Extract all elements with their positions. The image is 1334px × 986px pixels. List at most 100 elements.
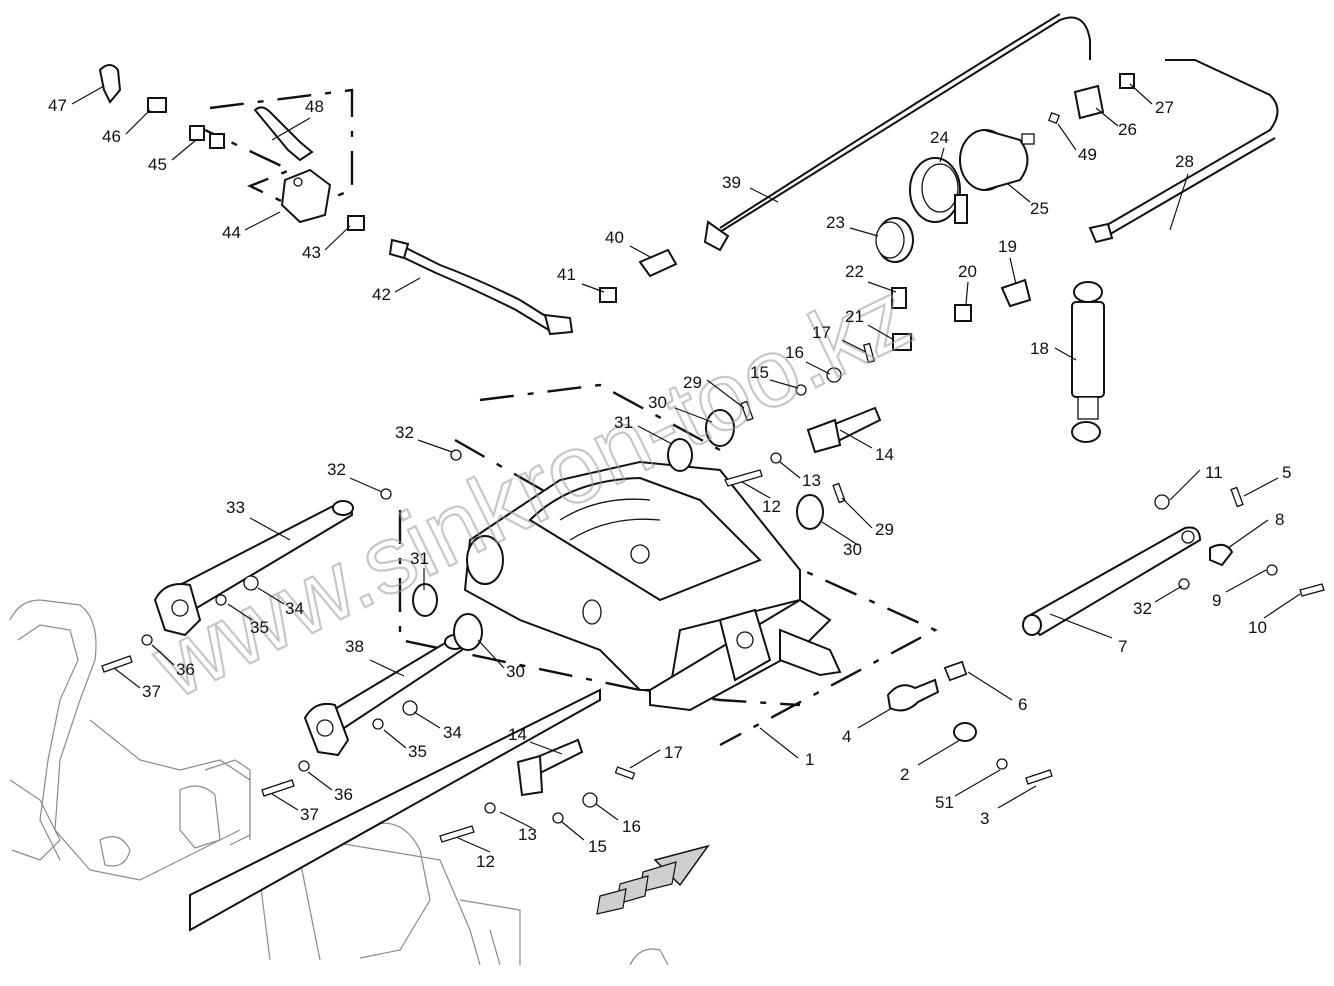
link-arm-7 [1022,526,1234,637]
part-label-30-right: 30 [843,540,862,559]
part-label-35-upper: 35 [250,618,269,637]
hydraulic-fittings [98,64,1135,351]
leader-line-p16b [595,803,619,821]
part-label-45: 45 [148,155,167,174]
leader-line-p20 [965,281,969,305]
part-label-32-upper: 32 [395,423,414,442]
part-label-4: 4 [842,727,851,746]
part-label-11: 11 [1205,463,1223,482]
leader-line-p19 [1009,257,1017,285]
gauge-23 [875,217,914,263]
leader-line-p44 [244,211,281,231]
leader-line-p24 [939,147,945,163]
bottom-plate-strip [189,688,601,932]
part-label-16-upper: 16 [785,343,804,362]
part-label-44: 44 [222,223,241,242]
part-label-34-lower: 34 [443,723,462,742]
leader-line-p13a [779,461,801,479]
shock-absorber-18 [1071,281,1105,443]
hydraulic-line-28 [1088,59,1279,244]
leader-line-p45 [171,139,197,161]
part-label-43: 43 [302,243,321,262]
leader-line-p5 [1243,477,1279,497]
part-label-12-lower: 12 [476,852,495,871]
leader-line-p48 [271,117,311,141]
part-label-47: 47 [48,96,67,115]
leader-line-p16a [805,361,831,375]
part-label-42: 42 [372,285,391,304]
leader-line-p38 [369,659,405,677]
leader-line-p35b [113,667,141,689]
leader-line-p32b [349,477,383,493]
part-label-23: 23 [826,213,845,232]
leader-line-p36b [383,729,407,749]
leader-line-p30b [821,521,859,546]
leader-line-p11 [1169,469,1201,501]
leader-line-p8 [1227,519,1269,549]
part-label-26: 26 [1118,120,1137,139]
part-label-9: 9 [1212,591,1221,610]
hydraulic-line-42 [388,238,574,336]
leader-line-p13b [499,811,533,829]
part-label-31-upper: 31 [614,413,633,432]
leader-line-p31a [637,425,673,445]
part-label-10: 10 [1248,618,1267,637]
tractor-frame-outline [9,599,669,966]
leader-line-p3 [997,785,1037,809]
part-label-46: 46 [102,127,121,146]
part-label-14-lower: 14 [508,725,527,744]
part-label-29-upper: 29 [683,373,702,392]
part-label-29-lower: 29 [875,520,894,539]
part-label-36-lower: 36 [334,785,353,804]
leader-line-p23 [849,227,879,237]
part-label-19: 19 [998,237,1017,256]
leader-line-p26 [1095,107,1119,127]
leader-line-p39 [749,187,779,203]
leader-line-p30a [674,407,713,423]
leader-line-p4 [857,707,893,729]
bushings-and-rings [412,409,824,651]
leader-line-p36a [413,711,441,729]
leader-line-p2 [917,739,961,766]
leader-line-p29b [841,497,873,529]
part-label-17-lower: 17 [664,743,683,762]
leader-line-p41 [581,283,605,293]
part-number-labels: 1 2 3 4 5 6 7 8 9 10 11 12 12 13 13 14 1… [48,96,1291,871]
leader-line-p29a [706,379,745,409]
part-label-38: 38 [345,637,364,656]
part-label-21: 21 [845,307,864,326]
leader-line-p34a [257,587,285,605]
part-label-1: 1 [805,750,814,769]
part-label-27: 27 [1155,98,1174,117]
leader-line-p40 [629,245,653,259]
part-label-2: 2 [900,765,909,784]
leader-line-p37a [307,771,333,791]
part-label-16-lower: 16 [622,817,641,836]
leader-line-p17b [629,749,661,769]
part-label-7: 7 [1118,637,1127,656]
part-label-8: 8 [1275,510,1284,529]
leader-line-p15b [561,821,585,841]
leader-line-p46 [125,109,151,135]
part-label-39: 39 [722,173,741,192]
leader-line-p32a [417,439,453,453]
leader-line-p7 [1049,613,1113,639]
leader-line-p37b [271,793,299,811]
block-44 [280,168,332,224]
leader-line-p32c [1154,585,1183,603]
part-label-32-right: 32 [1133,599,1152,618]
leader-line-p12a [741,481,771,499]
leader-line-p14b [529,741,563,755]
part-label-5: 5 [1282,463,1291,482]
pin-14-upper [806,406,882,454]
part-label-40: 40 [605,228,624,247]
leader-line-p25 [1007,183,1031,203]
leader-line-p47 [71,85,105,105]
part-label-13-upper: 13 [802,471,821,490]
part-label-31-lower: 31 [410,549,429,568]
part-label-24: 24 [930,128,949,147]
part-label-20: 20 [958,262,977,281]
leader-line-p49 [1057,123,1077,151]
part-label-37-upper: 37 [142,682,161,701]
